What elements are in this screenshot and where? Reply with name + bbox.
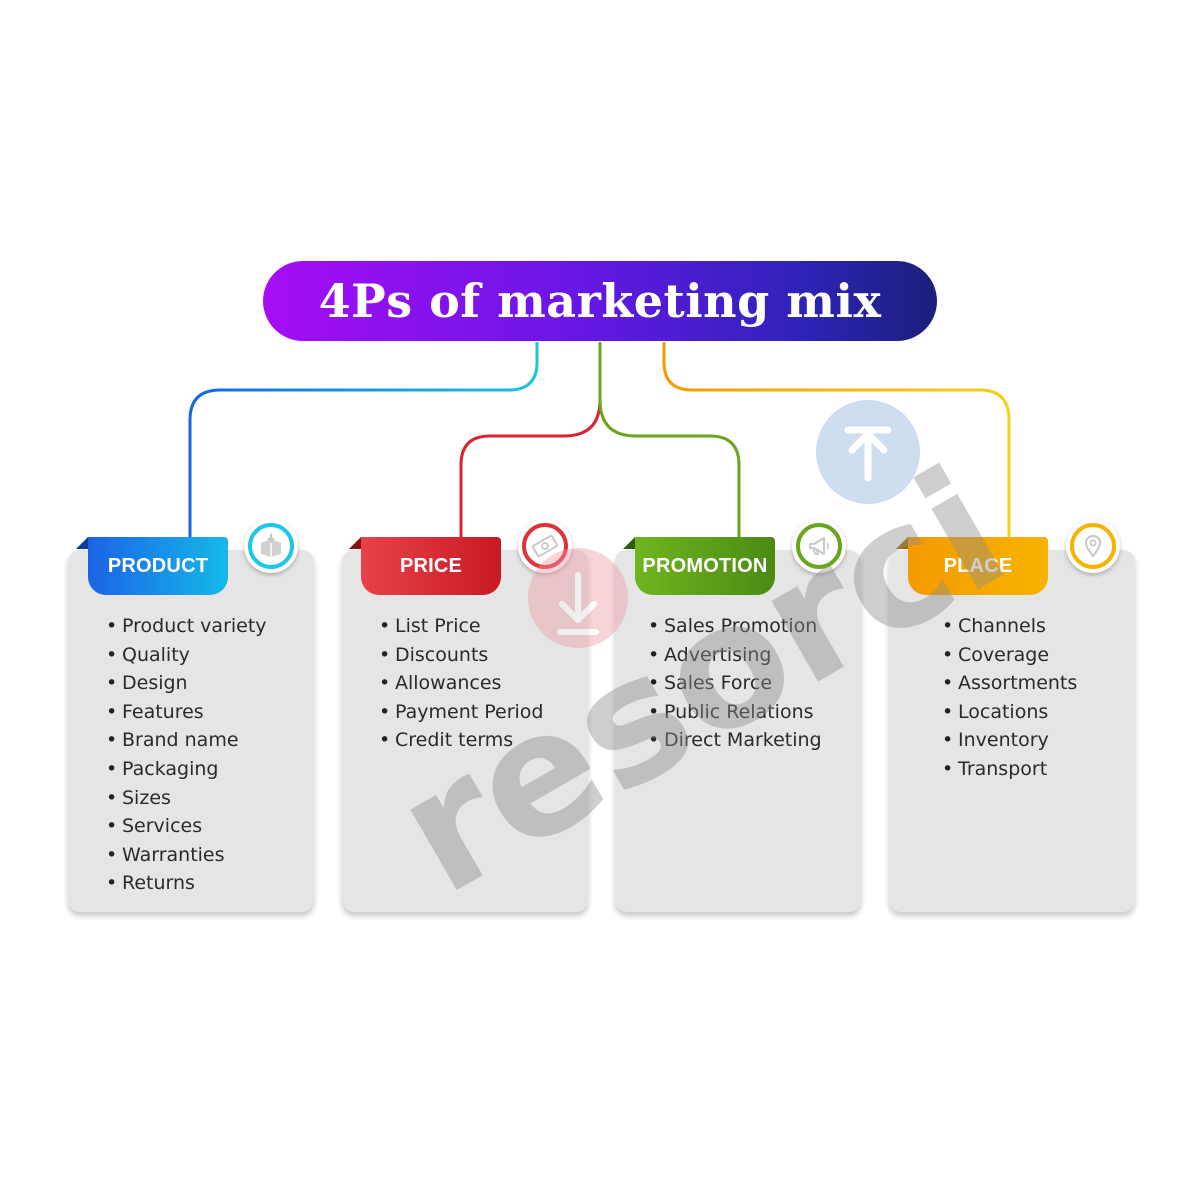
- connector-product: [188, 342, 539, 540]
- tab-label-promotion: PROMOTION: [642, 554, 768, 577]
- list-item: •Returns: [106, 872, 195, 895]
- connector-price: [459, 342, 602, 540]
- location-pin-icon: [1084, 534, 1102, 558]
- tab-label-place: PLACE: [943, 554, 1013, 577]
- list-place: •Channels •Coverage •Assortments •Locati…: [942, 612, 1077, 784]
- connector-promotion: [598, 342, 741, 540]
- list-item: •Direct Marketing: [648, 729, 822, 752]
- tab-product: PRODUCT: [88, 537, 228, 595]
- list-item: •Design: [106, 672, 188, 695]
- list-item: •Packaging: [106, 757, 219, 780]
- list-item: •Warranties: [106, 843, 225, 866]
- card-promotion: [615, 550, 861, 912]
- list-item: •Transport: [942, 757, 1048, 780]
- tab-label-price: PRICE: [399, 554, 463, 577]
- list-promotion: •Sales Promotion •Advertising •Sales For…: [648, 612, 822, 755]
- tab-place: PLACE: [908, 537, 1048, 595]
- list-item: •Sizes: [106, 786, 171, 809]
- icon-badge-price: [518, 519, 572, 573]
- megaphone-icon: [809, 537, 829, 555]
- list-item: •Services: [106, 815, 203, 838]
- tab-fold-price: [349, 537, 361, 549]
- list-product: •Product variety •Quality •Design •Featu…: [106, 612, 267, 898]
- list-item: •Payment Period: [379, 700, 544, 723]
- icon-badge-place: [1066, 519, 1120, 573]
- list-item: •Locations: [942, 700, 1049, 723]
- icon-badge-promotion: [792, 519, 846, 573]
- tab-label-product: PRODUCT: [107, 554, 209, 577]
- card-product: [68, 550, 314, 912]
- card-price: [342, 550, 588, 912]
- list-item: •Channels: [942, 615, 1046, 637]
- card-place: [889, 550, 1135, 912]
- list-price: •List Price •Discounts •Allowances •Paym…: [379, 612, 543, 755]
- title-banner: 4Ps of marketing mix: [263, 261, 937, 341]
- list-item: •Features: [106, 700, 204, 723]
- connector-place: [662, 342, 1011, 540]
- box-icon: [261, 534, 281, 557]
- list-item: •Product variety: [106, 615, 267, 637]
- list-item: •List Price: [379, 615, 481, 637]
- list-item: •Quality: [106, 643, 190, 666]
- list-item: •Sales Force: [648, 672, 773, 695]
- list-item: •Discounts: [379, 643, 489, 666]
- page-title: 4Ps of marketing mix: [318, 274, 882, 328]
- list-item: •Public Relations: [648, 700, 814, 723]
- list-item: •Inventory: [942, 729, 1049, 752]
- list-item: •Allowances: [379, 672, 502, 695]
- tab-fold-product: [76, 537, 88, 549]
- list-item: •Advertising: [648, 643, 772, 666]
- tab-fold-promotion: [623, 537, 635, 549]
- list-item: •Coverage: [942, 643, 1050, 666]
- tab-fold-place: [896, 537, 908, 549]
- list-item: •Brand name: [106, 729, 239, 752]
- list-item: •Assortments: [942, 672, 1078, 695]
- list-item: •Credit terms: [379, 729, 514, 752]
- money-icon: [532, 534, 558, 558]
- tab-price: PRICE: [361, 537, 501, 595]
- icon-badge-product: [244, 519, 298, 573]
- list-item: •Sales Promotion: [648, 615, 818, 637]
- tab-promotion: PROMOTION: [635, 537, 775, 595]
